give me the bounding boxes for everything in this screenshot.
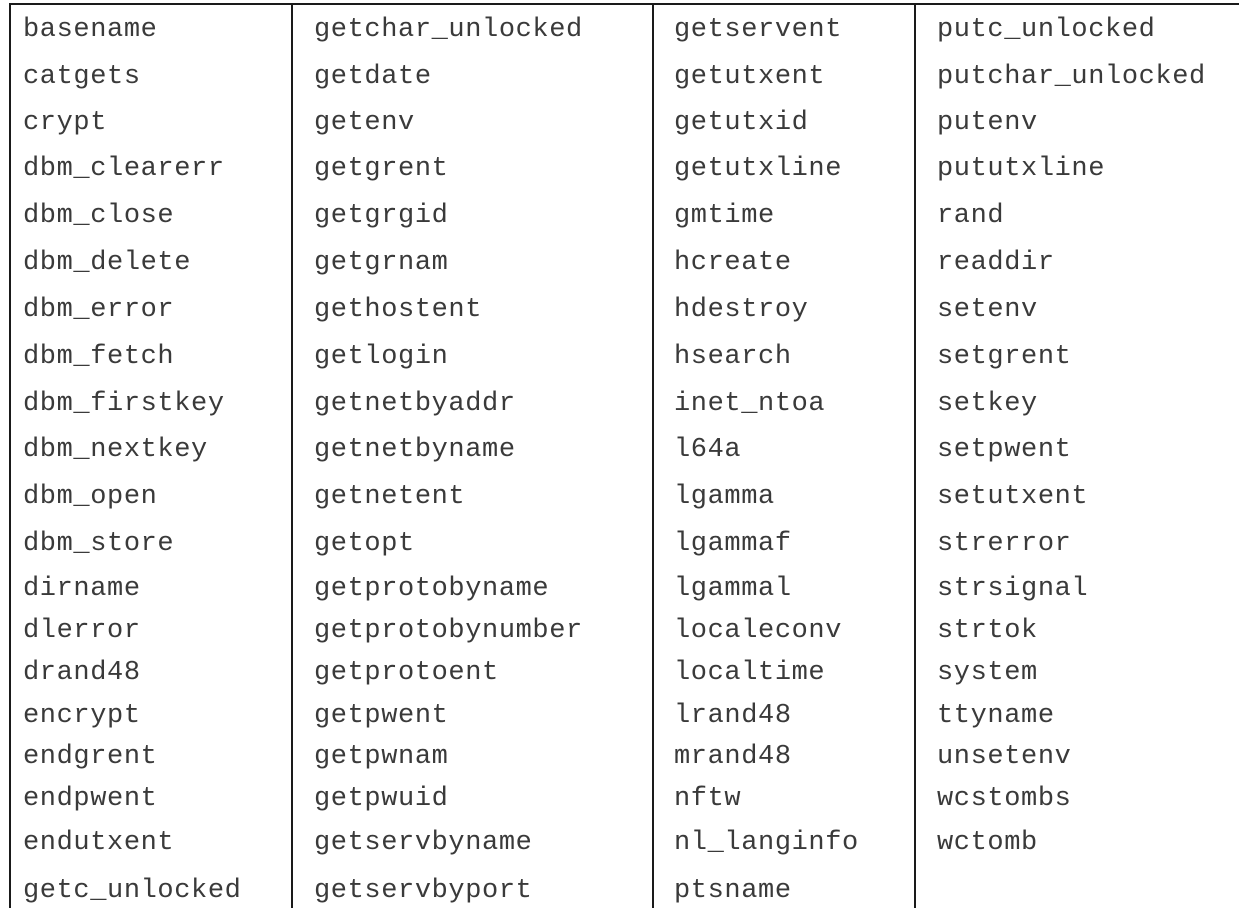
table-cell: getpwuid bbox=[314, 784, 449, 814]
table-cell: unsetenv bbox=[937, 742, 1072, 772]
table-cell: getprotobyname bbox=[314, 574, 550, 604]
table-cell: lgamma bbox=[674, 482, 775, 512]
table-cell: getprotoent bbox=[314, 658, 499, 688]
table-cell: basename bbox=[23, 15, 158, 45]
table-cell: crypt bbox=[23, 108, 108, 138]
table-cell: rand bbox=[937, 201, 1005, 231]
table-cell: endutxent bbox=[23, 828, 175, 858]
table-cell: dbm_nextkey bbox=[23, 435, 208, 465]
table-cell: putchar_unlocked bbox=[937, 62, 1206, 92]
table-cell: dlerror bbox=[23, 616, 141, 646]
table-cell: hdestroy bbox=[674, 295, 809, 325]
table-cell: getopt bbox=[314, 529, 415, 559]
table-cell: dbm_error bbox=[23, 295, 175, 325]
table-cell: getchar_unlocked bbox=[314, 15, 583, 45]
table-cell: nl_langinfo bbox=[674, 828, 859, 858]
table-cell: putc_unlocked bbox=[937, 15, 1156, 45]
table-cell: inet_ntoa bbox=[674, 389, 826, 419]
function-table: basename catgets crypt dbm_clearerr dbm_clos… bbox=[9, 3, 1239, 908]
table-cell: lrand48 bbox=[674, 701, 792, 731]
table-cell: dirname bbox=[23, 574, 141, 604]
table-cell: setkey bbox=[937, 389, 1038, 419]
table-cell: system bbox=[937, 658, 1038, 688]
table-cell: getgrgid bbox=[314, 201, 449, 231]
table-cell: getservbyport bbox=[314, 876, 533, 906]
table-cell: localeconv bbox=[674, 616, 843, 646]
table-cell: catgets bbox=[23, 62, 141, 92]
table-cell: getnetbyname bbox=[314, 435, 516, 465]
table-cell: getnetbyaddr bbox=[314, 389, 516, 419]
table-column-1: basename catgets crypt dbm_clearerr dbm_clos… bbox=[11, 5, 293, 908]
table-cell: dbm_fetch bbox=[23, 342, 175, 372]
table-cell: ttyname bbox=[937, 701, 1055, 731]
table-cell: getc_unlocked bbox=[23, 876, 242, 906]
table-cell: getenv bbox=[314, 108, 415, 138]
table-cell: mrand48 bbox=[674, 742, 792, 772]
table-cell: setenv bbox=[937, 295, 1038, 325]
table-cell: l64a bbox=[674, 435, 742, 465]
table-cell: localtime bbox=[674, 658, 826, 688]
table-cell: wcstombs bbox=[937, 784, 1072, 814]
table-cell: endpwent bbox=[23, 784, 158, 814]
table-cell: getgrnam bbox=[314, 248, 449, 278]
table-cell: encrypt bbox=[23, 701, 141, 731]
table-cell: lgammal bbox=[674, 574, 792, 604]
table-cell: readdir bbox=[937, 248, 1055, 278]
table-cell: hcreate bbox=[674, 248, 792, 278]
table-cell: getutxid bbox=[674, 108, 809, 138]
table-cell: putenv bbox=[937, 108, 1038, 138]
table-cell: getutxline bbox=[674, 154, 843, 184]
table-cell: dbm_clearerr bbox=[23, 154, 225, 184]
table-cell: gmtime bbox=[674, 201, 775, 231]
table-cell: dbm_open bbox=[23, 482, 158, 512]
table-cell: dbm_delete bbox=[23, 248, 192, 278]
table-cell: getdate bbox=[314, 62, 432, 92]
table-cell: dbm_firstkey bbox=[23, 389, 225, 419]
table-cell: ptsname bbox=[674, 876, 792, 906]
table-cell: dbm_store bbox=[23, 529, 175, 559]
table-cell: getutxent bbox=[674, 62, 826, 92]
table-cell: drand48 bbox=[23, 658, 141, 688]
table-cell: pututxline bbox=[937, 154, 1106, 184]
table-cell: setgrent bbox=[937, 342, 1072, 372]
table-cell: hsearch bbox=[674, 342, 792, 372]
table-cell: strerror bbox=[937, 529, 1072, 559]
table-cell: getlogin bbox=[314, 342, 449, 372]
table-cell: getgrent bbox=[314, 154, 449, 184]
table-cell: gethostent bbox=[314, 295, 483, 325]
table-cell: lgammaf bbox=[674, 529, 792, 559]
table-cell: nftw bbox=[674, 784, 742, 814]
table-cell: dbm_close bbox=[23, 201, 175, 231]
table-cell: endgrent bbox=[23, 742, 158, 772]
table-cell: strsignal bbox=[937, 574, 1089, 604]
table-cell: getservbyname bbox=[314, 828, 533, 858]
table-cell: setutxent bbox=[937, 482, 1089, 512]
table-cell: setpwent bbox=[937, 435, 1072, 465]
table-cell: getpwent bbox=[314, 701, 449, 731]
table-column-3: getservent getutxent getutxid getutxline gmt… bbox=[654, 5, 916, 908]
table-cell: getpwnam bbox=[314, 742, 449, 772]
table-cell: wctomb bbox=[937, 828, 1038, 858]
table-cell: getnetent bbox=[314, 482, 466, 512]
table-cell: getprotobynumber bbox=[314, 616, 583, 646]
table-cell: getservent bbox=[674, 15, 843, 45]
table-cell: strtok bbox=[937, 616, 1038, 646]
